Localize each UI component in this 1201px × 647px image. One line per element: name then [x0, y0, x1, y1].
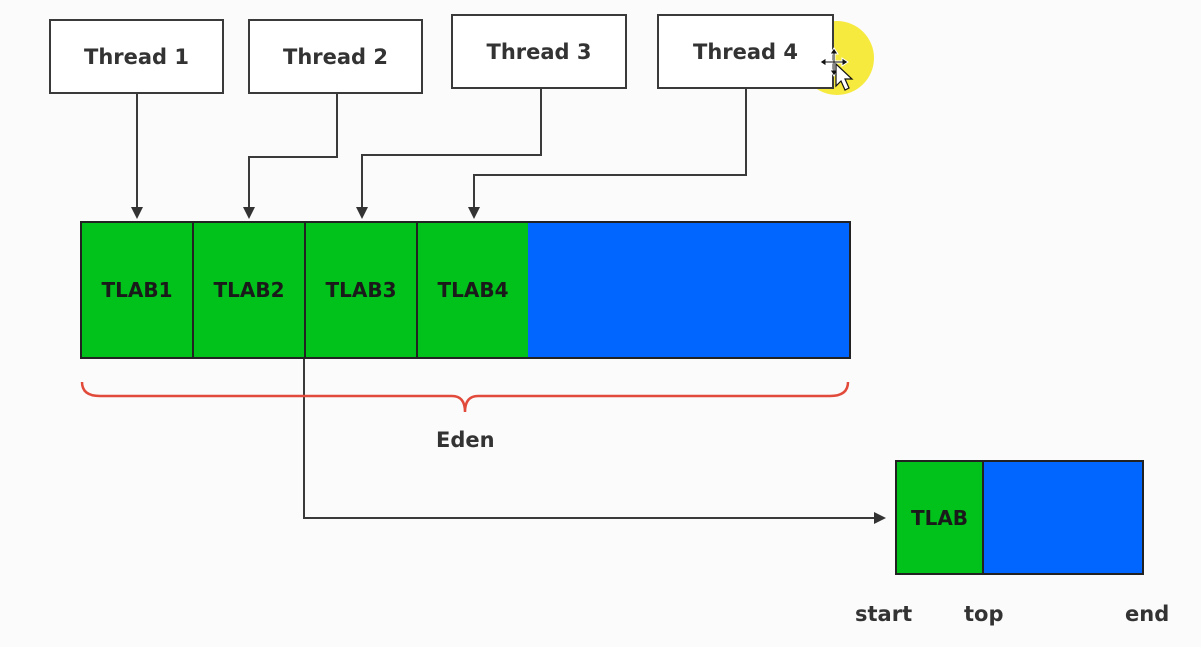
start-pointer-label: start	[855, 602, 913, 626]
arrow-thread3-tlab3	[356, 88, 542, 219]
thread-4-box: Thread 4	[657, 14, 834, 89]
tlab-detail-used: TLAB	[895, 460, 984, 575]
thread-3-box: Thread 3	[451, 14, 627, 89]
tlab2-block: TLAB2	[192, 221, 306, 359]
thread-2-box: Thread 2	[248, 19, 423, 94]
tlab3-block: TLAB3	[304, 221, 418, 359]
arrow-thread4-tlab4	[468, 88, 747, 219]
top-pointer-label: top	[964, 602, 1004, 626]
arrow-thread2-tlab2	[243, 93, 338, 219]
end-pointer-label: end	[1125, 602, 1170, 626]
arrow-eden-to-detail	[303, 358, 886, 524]
tlab-detail-free	[982, 460, 1144, 575]
eden-label: Eden	[436, 428, 495, 452]
thread-1-box: Thread 1	[49, 19, 224, 94]
eden-brace	[80, 381, 850, 413]
tlab1-block: TLAB1	[80, 221, 194, 359]
tlab4-block: TLAB4	[416, 221, 530, 359]
eden-free-space	[528, 221, 851, 359]
